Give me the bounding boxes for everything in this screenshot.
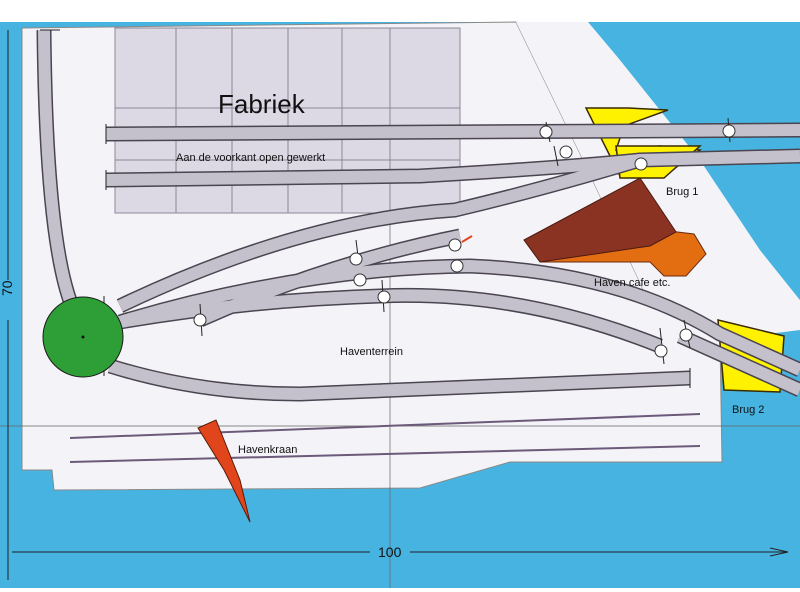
turnout-7	[349, 252, 363, 266]
turnout-10	[193, 313, 207, 327]
dimension-width	[12, 547, 789, 557]
crane-rail-top	[69, 413, 701, 439]
top-border	[0, 0, 800, 22]
factory-note-label: Aan de voorkant open gewerkt	[176, 152, 325, 164]
turnout-3	[559, 145, 573, 159]
turnout-9	[377, 290, 391, 304]
turnout-4	[634, 157, 648, 171]
harbour-cafe-label: Haven cafe etc.	[594, 277, 670, 289]
harbour-crane	[197, 419, 251, 523]
harbour-area-label: Haventerrein	[340, 346, 403, 358]
turnout-12	[654, 344, 668, 358]
quay-land	[516, 22, 800, 340]
turntable-center	[81, 335, 85, 339]
harbour-basin	[590, 22, 800, 300]
bridge-2-label: Brug 2	[732, 404, 764, 416]
harbour-crane-label: Havenkraan	[238, 444, 297, 456]
turnout-1	[539, 125, 553, 139]
turnout-5	[448, 238, 462, 252]
turnout-2	[722, 124, 736, 138]
bridge-1-label: Brug 1	[666, 186, 698, 198]
factory-label: Fabriek	[218, 89, 306, 119]
turnout-6	[450, 259, 464, 273]
height-dimension-label: 70	[0, 280, 15, 296]
width-dimension-label: 100	[378, 544, 402, 560]
turnout-11	[679, 328, 693, 342]
cafe-building-dark	[523, 177, 677, 263]
turnouts	[193, 124, 736, 358]
crane-rail-bottom	[69, 445, 701, 463]
turnout-8	[353, 273, 367, 287]
